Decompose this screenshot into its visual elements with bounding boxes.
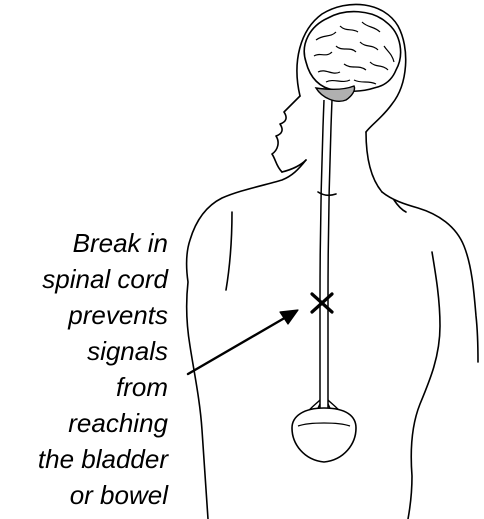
bladder bbox=[292, 408, 356, 462]
brain bbox=[304, 12, 400, 92]
neck-front bbox=[282, 160, 306, 172]
left-inner-arm bbox=[226, 212, 232, 290]
annotation-line-3: prevents bbox=[68, 300, 168, 330]
right-torso bbox=[408, 252, 440, 519]
arrow-icon bbox=[188, 310, 298, 374]
neck-back bbox=[366, 132, 382, 192]
annotation-line-5: from bbox=[116, 372, 168, 402]
spinal-cord bbox=[320, 100, 332, 410]
annotation-line-2: spinal cord bbox=[42, 264, 168, 294]
x-mark-icon bbox=[312, 294, 332, 312]
annotation-line-8: or bowel bbox=[70, 480, 168, 510]
right-shoulder bbox=[382, 192, 478, 362]
annotation-line-4: signals bbox=[87, 336, 168, 366]
annotation-line-7: the bladder bbox=[38, 444, 168, 474]
annotation-line-6: reaching bbox=[68, 408, 168, 438]
annotation-line-1: Break in bbox=[73, 228, 168, 258]
face-profile bbox=[272, 96, 300, 172]
